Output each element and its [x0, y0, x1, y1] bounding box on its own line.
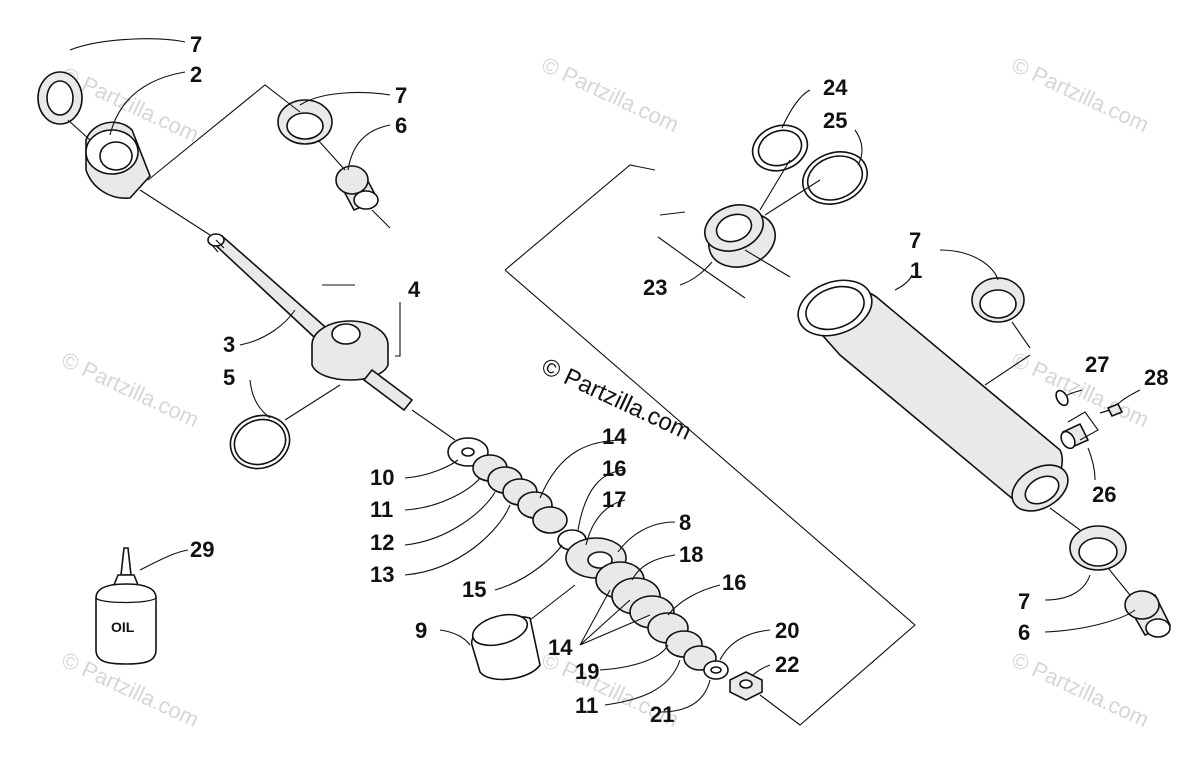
callout-24: 24: [823, 75, 848, 100]
bushing-7-right-top: [971, 277, 1025, 323]
callout-17: 17: [602, 487, 626, 512]
callout-6: 6: [1018, 620, 1030, 645]
cap-23: [704, 204, 776, 268]
callout-11: 11: [370, 497, 393, 522]
piston-4: [311, 320, 389, 381]
watermark: © Partzilla.com: [1008, 647, 1153, 732]
spacer-6-right: [1124, 590, 1172, 638]
spacer-6-top: [335, 165, 380, 212]
bushing-7-top-left: [37, 71, 83, 125]
callout-1: 1: [910, 258, 922, 283]
shock-body-1: [797, 279, 1069, 512]
callout-11: 11: [575, 693, 598, 718]
shim-stack: [447, 437, 729, 680]
callout-22: 22: [775, 652, 799, 677]
watermark: © Partzilla.com: [538, 52, 683, 137]
callout-7: 7: [909, 228, 921, 253]
callout-5: 5: [223, 365, 235, 390]
callout-14: 14: [548, 635, 573, 660]
callout-29: 29: [190, 537, 214, 562]
callout-15: 15: [462, 577, 486, 602]
o-ring-25: [802, 151, 868, 205]
callout-27: 27: [1085, 352, 1109, 377]
callout-8: 8: [679, 510, 691, 535]
callout-7: 7: [190, 32, 202, 57]
callout-28: 28: [1144, 365, 1168, 390]
callout-3: 3: [223, 332, 235, 357]
callout-19: 19: [575, 659, 599, 684]
oil-label: OIL: [111, 619, 135, 635]
callout-23: 23: [643, 275, 667, 300]
nitrogen-valve-26: [1060, 422, 1090, 450]
oil-bottle-29: OIL: [95, 547, 157, 665]
bumper-9: [471, 613, 541, 681]
callout-10: 10: [370, 465, 394, 490]
callout-4: 4: [408, 277, 421, 302]
watermark: © Partzilla.com: [1008, 52, 1153, 137]
shaft-lower: [362, 368, 414, 412]
eyelet-2: [85, 121, 151, 199]
callout-7: 7: [1018, 589, 1030, 614]
o-ring-5: [229, 414, 291, 470]
callout-26: 26: [1092, 482, 1116, 507]
callout-12: 12: [370, 530, 394, 555]
callout-16: 16: [602, 456, 626, 481]
callout-9: 9: [415, 618, 427, 643]
callout-20: 20: [775, 618, 799, 643]
screw-28: [1099, 402, 1124, 418]
callout-16: 16: [722, 570, 746, 595]
bushing-7-right-bottom: [1069, 525, 1127, 571]
bushing-7-top: [277, 99, 333, 145]
callout-6: 6: [395, 113, 407, 138]
callout-2: 2: [190, 62, 202, 87]
callout-14: 14: [602, 424, 627, 449]
washer-24: [751, 124, 809, 172]
callout-numbers: 7 2 7 6 24 25 23 7 1 4 3 5 27 28 26 10 1…: [190, 32, 1168, 727]
callout-7: 7: [395, 83, 407, 108]
watermark: © Partzilla.com: [1008, 347, 1153, 432]
callout-21: 21: [650, 702, 674, 727]
watermark: © Partzilla.com: [58, 347, 203, 432]
callout-18: 18: [679, 542, 703, 567]
callout-25: 25: [823, 108, 847, 133]
nut-22: [729, 671, 763, 701]
callout-13: 13: [370, 562, 394, 587]
